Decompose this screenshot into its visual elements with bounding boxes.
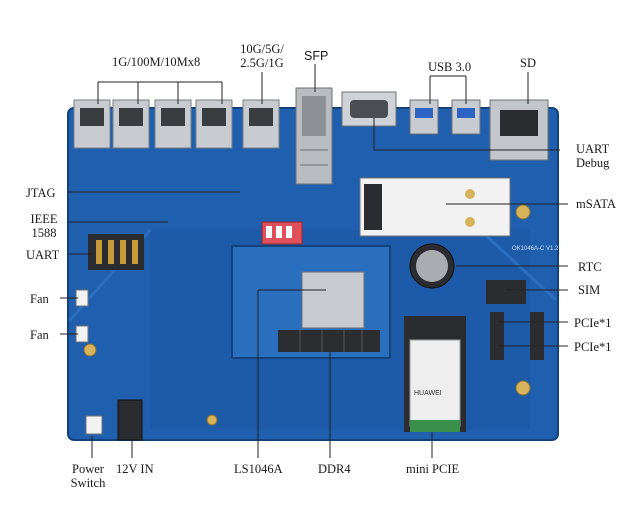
label-fan-2: Fan xyxy=(30,328,49,342)
label-power-switch: Power Switch xyxy=(64,462,112,490)
label-usb: USB 3.0 xyxy=(428,60,472,74)
label-uart-debug-line1: UART xyxy=(576,142,610,156)
label-pcie-2: PCIe*1 xyxy=(574,340,612,354)
dc-jack xyxy=(117,399,143,441)
label-ieee1588: IEEE 1588 xyxy=(26,212,62,240)
sd-slot xyxy=(489,99,549,161)
label-uart-debug-line2: Debug xyxy=(576,156,610,170)
label-sd: SD xyxy=(520,56,536,70)
label-jtag: JTAG xyxy=(26,186,56,200)
label-ethernet: 1G/100M/10Mx8 xyxy=(112,55,201,69)
db9-connector xyxy=(341,91,397,127)
board-model-text: OK1046A-C V1.2 xyxy=(512,246,559,252)
label-fan-1: Fan xyxy=(30,292,49,306)
callout-lines xyxy=(60,64,568,458)
label-msata: mSATA xyxy=(576,197,616,211)
label-mini-pcie: mini PCIE xyxy=(406,462,460,476)
uart-headers xyxy=(88,234,144,270)
mini-pcie-card xyxy=(404,316,466,432)
label-ieee-line2: 1588 xyxy=(31,226,57,240)
rtc-battery xyxy=(409,243,455,289)
label-power-line2: Switch xyxy=(70,476,106,490)
label-pcie-1: PCIe*1 xyxy=(574,316,612,330)
label-ls1046a: LS1046A xyxy=(234,462,283,476)
power-switch xyxy=(85,415,103,435)
wifi-module-brand: HUAWEI xyxy=(414,390,442,397)
msata-slot xyxy=(359,177,511,237)
som-module xyxy=(231,245,391,359)
label-10g: 10G/5G/ 2.5G/1G xyxy=(238,42,286,70)
label-10g-line2: 2.5G/1G xyxy=(240,56,284,70)
pcie-slots xyxy=(490,312,544,360)
label-sim: SIM xyxy=(578,283,601,297)
label-uart-debug: UART Debug xyxy=(576,142,609,170)
sfp-cage xyxy=(295,87,333,185)
label-ieee-line1: IEEE xyxy=(30,212,58,226)
label-power-line1: Power xyxy=(72,462,104,476)
label-sfp: SFP xyxy=(304,49,329,63)
ethernet-ports xyxy=(73,99,280,149)
sim-slot xyxy=(486,280,526,304)
dip-switch xyxy=(261,221,303,245)
label-10g-line1: 10G/5G/ xyxy=(240,42,284,56)
usb-ports xyxy=(409,99,481,135)
label-uart: UART xyxy=(26,248,60,262)
label-12v-in: 12V IN xyxy=(116,462,154,476)
label-ddr4: DDR4 xyxy=(318,462,351,476)
label-rtc: RTC xyxy=(578,260,602,274)
